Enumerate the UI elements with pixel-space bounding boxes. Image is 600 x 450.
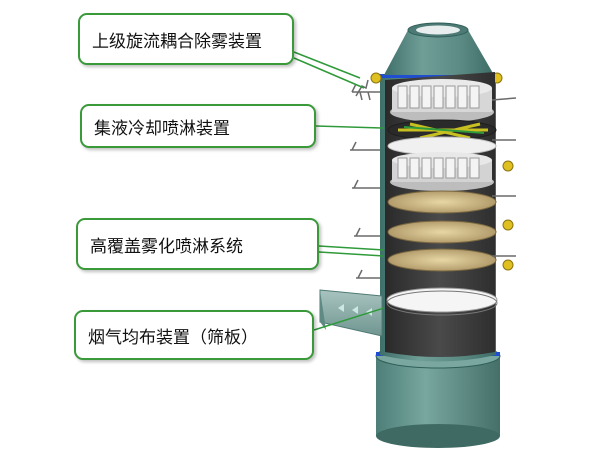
collection-tray	[387, 119, 497, 156]
leader-lines	[293, 51, 385, 331]
flue-gas-inlet-duct	[319, 289, 383, 337]
sieve-plate	[386, 287, 498, 316]
callout-flue-gas-distribution: 烟气均布装置（筛板）	[74, 310, 314, 360]
callout-upper-swirl-demister: 上级旋流耦合除雾装置	[78, 13, 294, 65]
spray-tray-1	[387, 190, 497, 214]
callout-label: 上级旋流耦合除雾装置	[92, 31, 262, 52]
callout-high-coverage-atomizing-spray: 高覆盖雾化喷淋系统	[76, 218, 319, 270]
upper-demister-tubes	[390, 79, 494, 122]
platforms	[350, 79, 517, 279]
callout-collection-cooling-spray: 集液冷却喷淋装置	[80, 104, 316, 148]
callout-label: 高覆盖雾化喷淋系统	[90, 236, 243, 257]
callout-label: 烟气均布装置（筛板）	[88, 327, 258, 348]
spray-tray-2	[387, 220, 497, 244]
middle-demister-tubes	[390, 152, 494, 191]
callout-label: 集液冷却喷淋装置	[94, 118, 230, 139]
spray-tray-3	[387, 248, 497, 272]
